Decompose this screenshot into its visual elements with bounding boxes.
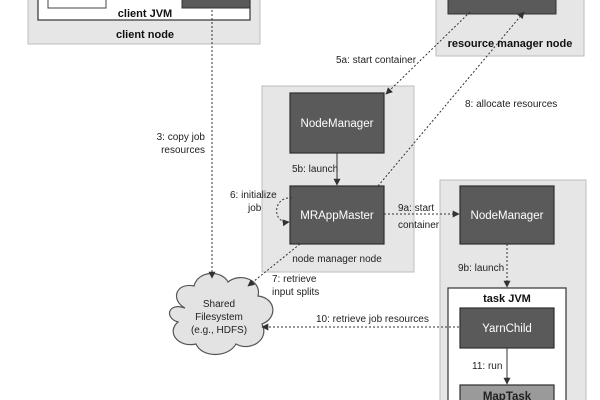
- mr-app-master-box: [289, 185, 385, 245]
- filesystem-line-2: Filesystem: [195, 312, 243, 323]
- edge-11-label: 11: run: [472, 361, 502, 372]
- edge-5a-arrow: [385, 11, 471, 95]
- client-jvm-inner-box: [47, 0, 107, 9]
- node-manager-node-label: node manager node: [292, 254, 382, 265]
- edge-5a-label: 5a: start container: [336, 55, 417, 66]
- edge-9a-label-line-1: 9a: start: [398, 203, 434, 214]
- map-task-box: [459, 384, 555, 400]
- task-jvm-label: task JVM: [483, 293, 531, 305]
- edge-6-arrow: [276, 197, 293, 227]
- node-manager-top-label: NodeManager: [301, 118, 374, 130]
- node-manager-right-box: [459, 185, 555, 245]
- resource-manager-node-label: resource manager node: [448, 38, 573, 50]
- client-node-label: client node: [116, 29, 174, 41]
- resource-manager-node: resource manager node: [435, 0, 585, 57]
- client-jvm-label: client JVM: [118, 8, 172, 20]
- edge-7-label-line-1: 7: retrieve: [272, 274, 317, 285]
- edge-9a-label-line-2: container: [398, 220, 440, 231]
- resource-manager-box: [447, 0, 557, 15]
- edge-10-label: 10: retrieve job resources: [316, 314, 429, 325]
- edge-6-label-line-1: 6: initialize: [230, 190, 277, 201]
- client-node: client JVM client node: [27, 0, 261, 45]
- edges: [208, 10, 525, 385]
- yarn-child-label: YarnChild: [482, 323, 532, 335]
- filesystem-line-3: (e.g., HDFS): [191, 325, 247, 336]
- edge-5b-label: 5b: launch: [292, 164, 338, 175]
- edge-7-arrow: [247, 243, 301, 287]
- shared-filesystem-cloud: Shared Filesystem (e.g., HDFS): [168, 272, 274, 356]
- edge-8-arrow: [377, 11, 525, 187]
- map-task-label: MapTask: [483, 391, 532, 400]
- mr-app-master-label: MRAppMaster: [300, 210, 374, 222]
- node-manager-top-box: [289, 92, 385, 154]
- node-manager-right-label: NodeManager: [471, 210, 544, 222]
- right-node-manager-node: NodeManager task JVM YarnChild MapTask: [439, 179, 587, 400]
- edge-9b-label: 9b: launch: [458, 263, 504, 274]
- edge-3-label-line-1: 3: copy job: [157, 132, 206, 143]
- edge-7-label-line-2: input splits: [272, 287, 319, 298]
- node-manager-node: NodeManager MRAppMaster node manager nod…: [261, 85, 415, 273]
- edge-6-label-line-2: job: [247, 203, 262, 214]
- client-jvm-job-box: [181, 0, 251, 9]
- filesystem-line-1: Shared: [203, 299, 235, 310]
- edge-3-label-line-2: resources: [161, 145, 205, 156]
- edge-8-label: 8: allocate resources: [465, 99, 557, 110]
